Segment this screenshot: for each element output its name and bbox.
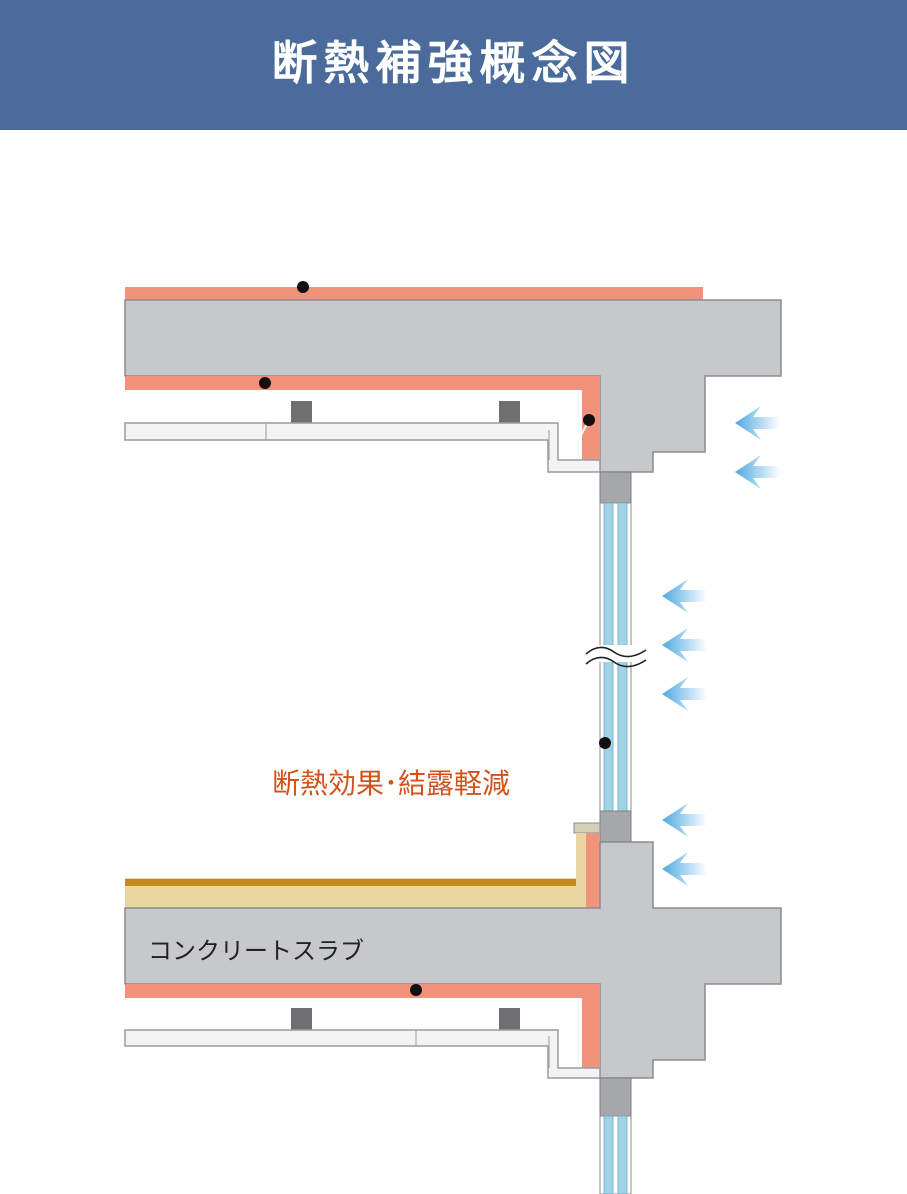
lower-window-frame [599,810,632,843]
upper-ceiling-board [124,422,601,473]
floor-top-line [125,879,576,886]
floor-finish-layer [125,833,586,908]
cold-air-arrow-icon [662,852,707,886]
cold-air-arrow-icon [662,677,707,711]
cold-air-arrow-icon [662,579,707,613]
marker-dot-icon [583,414,595,426]
upper-roof-insulation [125,287,703,300]
insulation-effect-label: 断熱効果･結露軽減 [272,767,511,800]
cold-air-arrow-icon [735,455,780,489]
upper-window-frame [599,471,632,504]
cold-air-arrow-icon [662,803,707,837]
marker-dot-icon [599,737,611,749]
lower-joist-1 [291,1008,312,1030]
lower-ceiling-insulation [125,984,600,1068]
lower-ceiling-board [124,1029,601,1079]
upper-joist-2 [499,401,520,423]
concrete-slab-label: コンクリートスラブ [148,937,364,965]
floor-sill [573,822,601,834]
marker-dot-icon [297,281,309,293]
section-break-icon [585,645,647,668]
marker-dot-icon [259,377,271,389]
bottom-window-frame [599,1077,632,1117]
page-title: 断熱補強概念図 [271,36,636,90]
cold-air-arrow-icon [735,406,780,440]
cold-air-arrow-icon [662,628,707,662]
marker-dot-icon [410,984,422,996]
lower-wall-insulation [586,833,600,908]
bottom-window-glass [599,1115,632,1194]
upper-ceiling-insulation [125,376,600,460]
lower-concrete-slab [124,841,782,1079]
upper-joist-1 [291,401,312,423]
header-banner: 断熱補強概念図 [0,0,907,130]
lower-joist-2 [499,1008,520,1030]
